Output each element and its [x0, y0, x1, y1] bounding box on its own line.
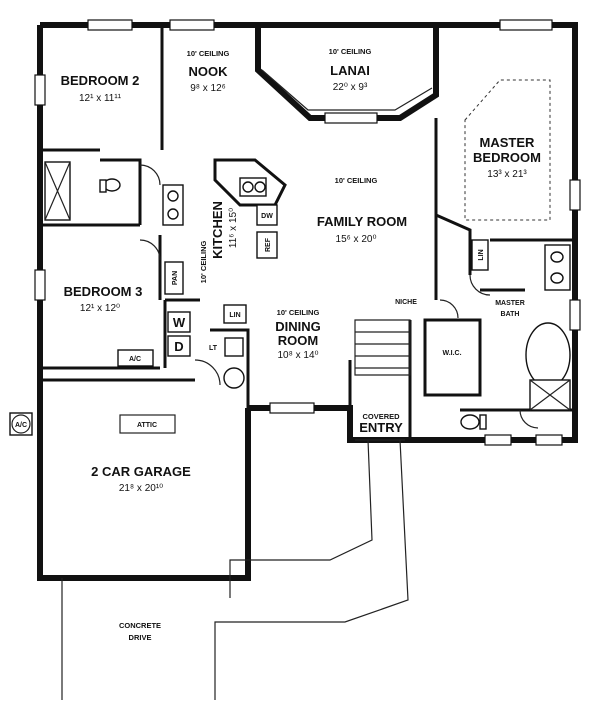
nook-dim: 9⁸ x 12⁶	[190, 83, 226, 94]
master-name-1: MASTER	[480, 135, 536, 150]
master-bath-label-1: MASTER	[495, 300, 525, 307]
master-dim: 13³ x 21³	[487, 169, 527, 180]
bedroom2-dim: 12¹ x 11¹¹	[79, 93, 122, 104]
wic-label: W.I.C.	[442, 350, 461, 357]
attic-box	[119, 414, 176, 434]
family-dim: 15⁶ x 20⁰	[336, 234, 377, 245]
entry-line1: COVERED	[362, 412, 400, 421]
pantry-box	[164, 261, 184, 295]
family-ceiling: 10' CEILING	[335, 176, 378, 185]
kitchen-name: KITCHEN	[210, 201, 225, 259]
lanai-ceiling: 10' CEILING	[329, 47, 372, 56]
master-linen-label: LIN	[478, 249, 485, 260]
refrigerator-label: REF	[265, 237, 272, 252]
garage-name: 2 CAR GARAGE	[91, 464, 191, 479]
doors	[139, 164, 539, 441]
dining-ceiling: 10' CEILING	[277, 308, 320, 317]
niche-label: NICHE	[395, 299, 417, 306]
fixtures	[44, 161, 571, 430]
hall-linen-box	[223, 304, 247, 324]
master-bath-label-2: BATH	[501, 311, 520, 318]
hall-ac-box	[117, 349, 154, 367]
drive-line1: CONCRETE	[119, 621, 161, 630]
dryer-label: D	[174, 339, 183, 354]
windows	[34, 19, 581, 446]
lanai-dim: 22⁰ x 9³	[333, 82, 368, 93]
master-name-2: BEDROOM	[473, 150, 541, 165]
dishwasher-label: DW	[261, 213, 273, 220]
family-name: FAMILY ROOM	[317, 214, 407, 229]
master-linen-box	[471, 239, 489, 271]
pantry-label: PAN	[172, 271, 179, 285]
lanai-name: LANAI	[330, 63, 370, 78]
laundry-tub-label: LT	[209, 345, 218, 352]
nook-name: NOOK	[189, 64, 229, 79]
washer-box	[167, 311, 191, 333]
refrigerator-box	[256, 231, 278, 259]
walkway	[61, 439, 409, 700]
garage-dim: 21⁸ x 20¹⁰	[119, 483, 163, 494]
bedroom2-name: BEDROOM 2	[61, 73, 140, 88]
bedroom3-name: BEDROOM 3	[64, 284, 143, 299]
kitchen-dim: 11⁶ x 15⁰	[228, 208, 239, 248]
outside-ac-box	[9, 412, 33, 436]
entry-line2: ENTRY	[359, 420, 403, 435]
hall-linen-label: LIN	[229, 312, 240, 319]
dining-dim: 10⁸ x 14⁰	[277, 350, 318, 361]
washer-label: W	[173, 315, 186, 330]
dishwasher-box	[256, 204, 278, 226]
tray-ceiling-outline	[464, 79, 551, 221]
outside-ac-label: A/C	[15, 422, 27, 429]
dining-name-1: DINING	[275, 319, 321, 334]
bedroom3-dim: 12¹ x 12⁰	[80, 303, 120, 314]
nook-ceiling: 10' CEILING	[187, 49, 230, 58]
dryer-box	[167, 335, 191, 357]
attic-label: ATTIC	[137, 422, 157, 429]
lanai-bay	[261, 69, 433, 111]
hall-ac-label: A/C	[129, 356, 141, 363]
dining-name-2: ROOM	[278, 333, 318, 348]
drive-line2: DRIVE	[129, 633, 152, 642]
kitchen-ceiling: 10' CEILING	[199, 241, 208, 284]
